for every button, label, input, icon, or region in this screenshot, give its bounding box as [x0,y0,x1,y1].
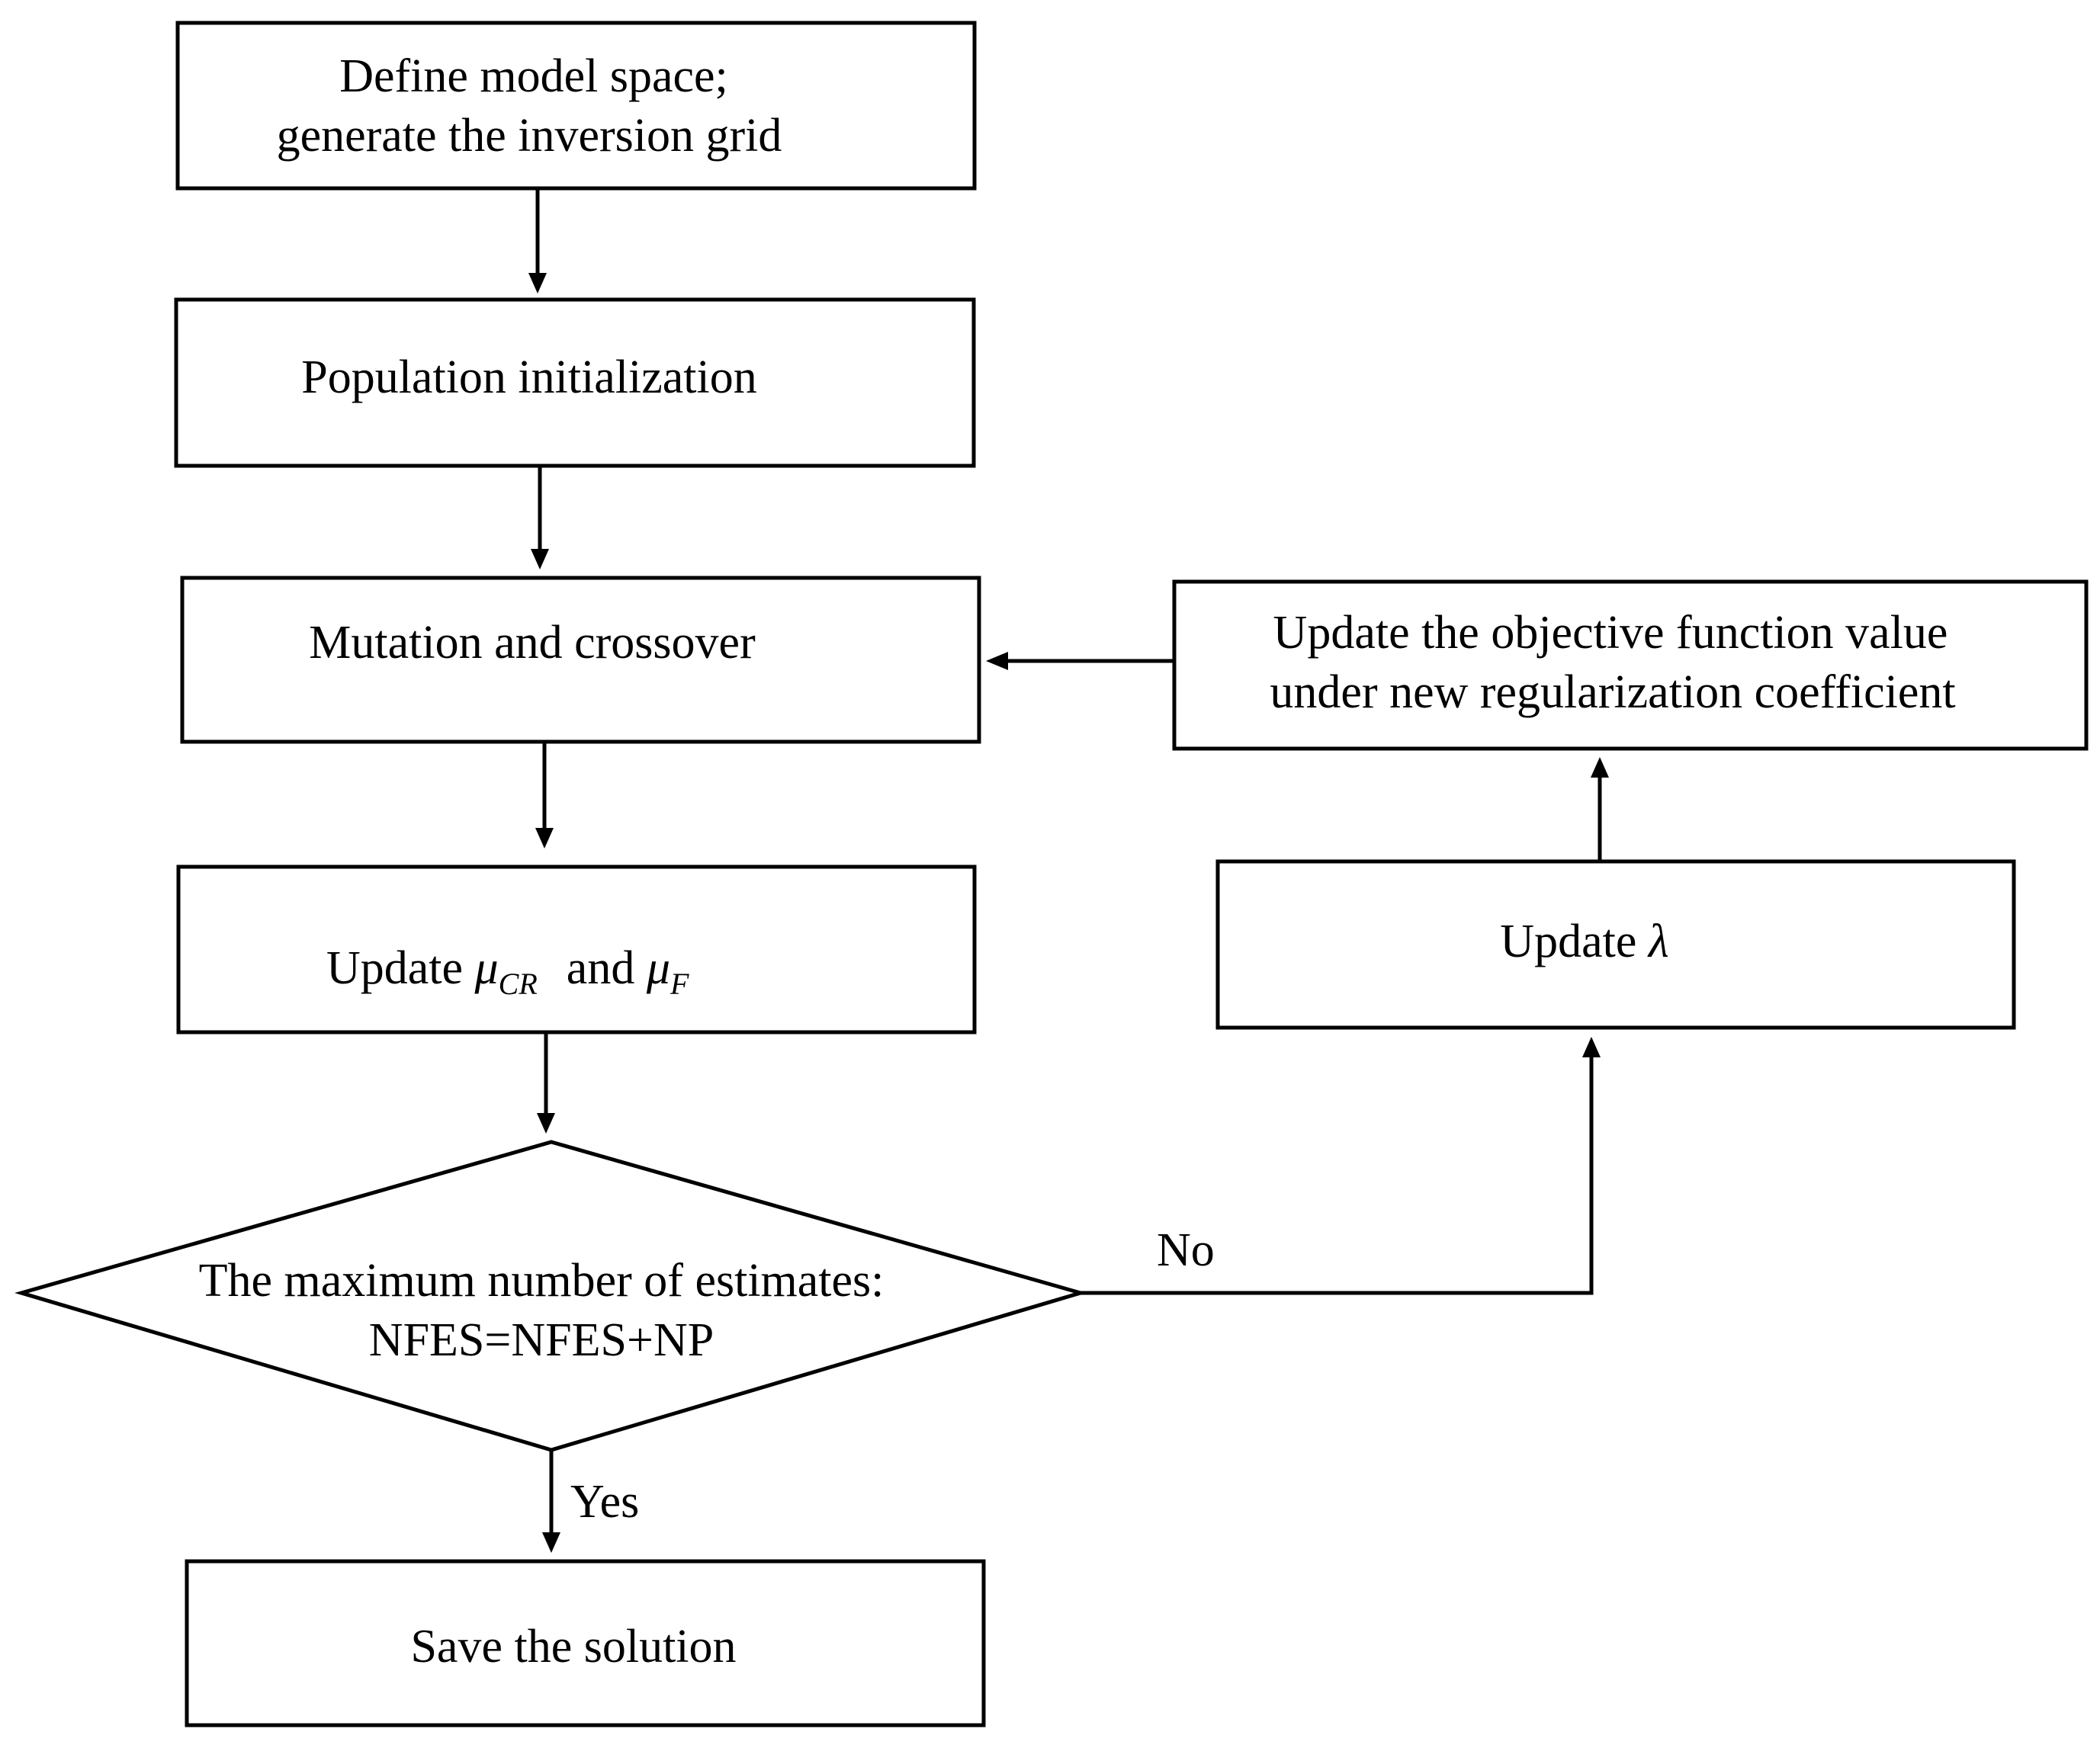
no-label: No [1157,1224,1215,1276]
arrowhead [535,828,554,848]
mutation-crossover-label: Mutation and crossover [309,617,756,669]
update-mu-prefix: Update [326,942,475,994]
node-update-lambda: Update λ [1215,859,2016,1030]
define-model-line1: Define model space; [339,50,728,102]
update-objective-line1: Update the objective function value [1273,607,1948,659]
node-population-initialization: Population initialization [174,297,976,468]
decision-line2: NFES=NFES+NP [369,1314,714,1366]
arrowhead [1582,1037,1601,1057]
lambda-symbol: λ [1647,916,1669,967]
node-update-objective: Update the objective function value unde… [1172,579,2089,751]
edge-decision-to-update-lambda-no: No [1081,1037,1601,1295]
define-model-line2: generate the inversion grid [277,110,782,162]
arrowhead [1591,757,1609,778]
edge-population-to-mutation [531,466,549,569]
edge-define-to-population [528,188,547,294]
decision-line1: The maximum number of estimates: [199,1255,885,1307]
node-define-model-space: Define model space; generate the inversi… [175,21,977,191]
arrowhead [531,549,549,569]
edge-decision-to-save-yes: Yes [542,1450,639,1553]
arrowhead [537,1113,555,1134]
edge-objective-to-mutation [986,652,1174,670]
edge-update-lambda-to-objective [1591,757,1609,861]
update-lambda-prefix: Update [1500,916,1649,967]
mu-cr-symbol: μ [474,942,499,994]
save-solution-label: Save the solution [410,1621,736,1673]
node-mutation-crossover: Mutation and crossover [180,576,981,744]
arrowhead [986,652,1008,670]
edge-mutation-to-update-mu [535,742,554,848]
svg-text:Update λ: Update λ [1500,916,1668,967]
arrowhead [528,273,547,294]
update-mu-middle: and [567,942,647,994]
update-objective-line2: under new regularization coefficient [1270,666,1955,718]
edge-update-mu-to-decision [537,1032,555,1134]
mu-f-symbol: μ [646,942,670,994]
node-decision-max-estimates: The maximum number of estimates: NFES=NF… [14,1140,1087,1452]
mu-f-subscript: F [669,967,689,1001]
node-save-solution: Save the solution [185,1559,986,1727]
arrowhead [542,1532,560,1553]
population-init-label: Population initialization [301,351,757,403]
yes-label: Yes [570,1476,639,1528]
mu-cr-subscript: CR [499,967,538,1001]
